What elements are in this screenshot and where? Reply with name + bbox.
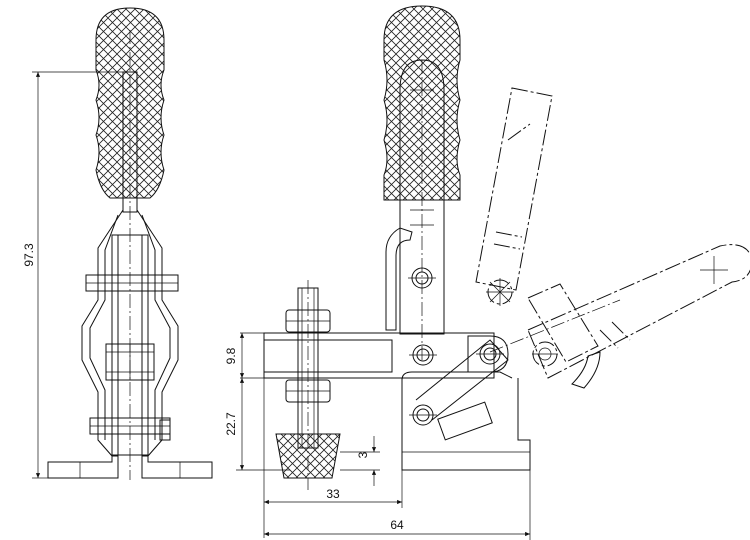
side-handle-grip <box>383 5 461 201</box>
dim-clamp-height: 22.7 <box>224 378 290 471</box>
side-handle-arm <box>399 59 445 335</box>
dim-label-33: 33 <box>326 487 340 501</box>
side-handle-hook <box>385 227 413 331</box>
dim-spindle-width: 33 <box>263 378 403 538</box>
dim-overall-height: 97.3 <box>22 71 124 479</box>
side-body <box>401 378 531 471</box>
dim-label-22-7: 22.7 <box>224 412 238 436</box>
dim-label-97-3: 97.3 <box>22 243 36 267</box>
front-view <box>47 7 213 480</box>
side-view <box>240 5 750 490</box>
front-yoke-right <box>136 209 179 457</box>
phantom-handle-raised <box>475 87 553 306</box>
dim-bar-height: 9.8 <box>224 333 245 378</box>
phantom-handle-open <box>489 244 750 389</box>
side-spindle-tip <box>275 433 341 479</box>
dim-overall-length: 64 <box>264 470 531 540</box>
side-spindle <box>275 280 341 490</box>
dim-spindle-offset: 3 <box>340 436 380 486</box>
dim-label-64: 64 <box>390 518 404 532</box>
dim-label-9-8: 9.8 <box>224 347 238 364</box>
front-yoke-left <box>81 209 124 457</box>
dim-label-3: 3 <box>356 451 370 458</box>
front-base <box>47 455 119 479</box>
